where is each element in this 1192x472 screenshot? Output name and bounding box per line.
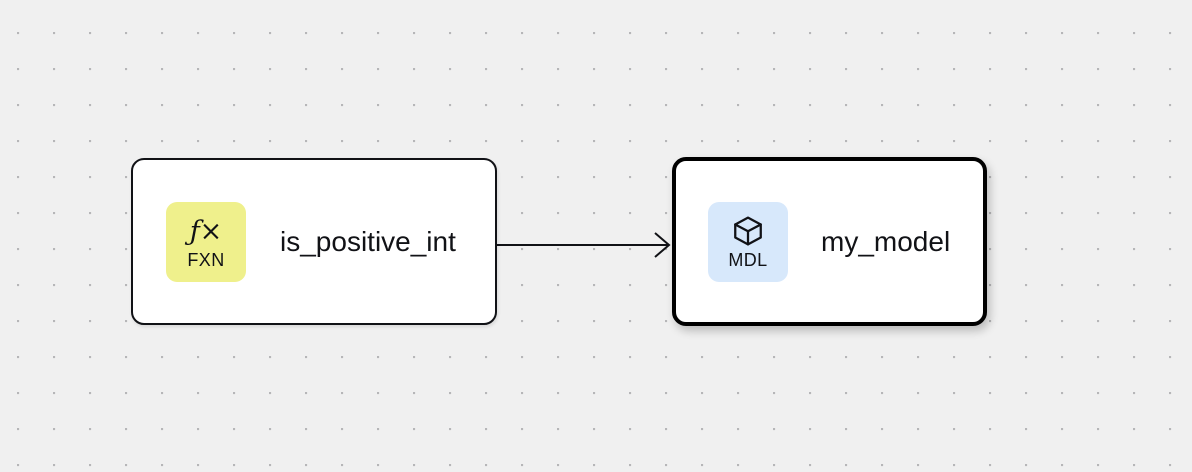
function-fx-icon: ƒ×: [189, 215, 223, 247]
node-my-model[interactable]: MDL my_model: [672, 157, 987, 326]
node-badge-fxn: ƒ× FXN: [166, 201, 246, 282]
node-is-positive-int[interactable]: ƒ× FXN is_positive_int: [131, 158, 497, 325]
node-badge-label-mdl: MDL: [728, 250, 768, 270]
edge-arrowhead-icon: [654, 232, 671, 258]
node-badge-mdl: MDL: [708, 201, 788, 282]
node-title-is-positive-int: is_positive_int: [280, 225, 456, 257]
node-badge-label-fxn: FXN: [187, 250, 225, 270]
cube-3d-icon: [731, 214, 765, 248]
node-title-my-model: my_model: [821, 225, 951, 257]
